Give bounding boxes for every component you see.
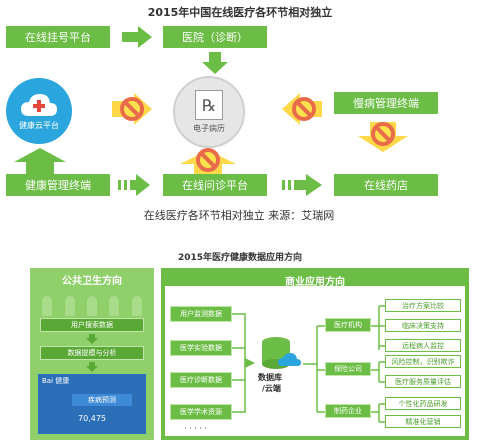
out-remote-monitor: 远程病人监控 xyxy=(385,339,461,352)
data-modeling-box: 数据提模与分析 xyxy=(40,346,144,360)
emr-circle: ℞ 电子病历 xyxy=(173,76,245,148)
out-clinical-decision: 临床决策支持 xyxy=(385,319,461,332)
online-consult-box: 在线问诊平台 xyxy=(163,174,267,196)
database-label-1: 数据库 xyxy=(258,373,282,382)
hospital-diagnosis-box: 医院（诊断） xyxy=(163,26,267,48)
out-personal-drug: 个性化药品研发 xyxy=(385,397,461,410)
mid-med-institution: 医疗机构 xyxy=(325,318,371,332)
user-search-data-box: 用户搜索数据 xyxy=(40,318,144,332)
arrow-down-icon xyxy=(86,334,98,344)
no-entry-icon xyxy=(196,148,220,172)
database-label-2: /云端 xyxy=(262,384,281,393)
no-entry-icon xyxy=(371,122,395,146)
commercial-title: 商业应用方向 xyxy=(285,277,345,288)
person-icon xyxy=(109,296,120,316)
health-cloud-circle: 健康云平台 xyxy=(6,78,72,144)
out-risk-control: 风险控制，识别欺诈 xyxy=(385,355,461,368)
source-diagnosis: 医疗诊断数据 xyxy=(170,372,232,388)
source-user-monitor: 用户监测数据 xyxy=(170,306,232,322)
person-icon xyxy=(64,296,75,316)
no-entry-icon xyxy=(292,97,316,121)
out-precision-marketing: 精准化营销 xyxy=(385,415,461,428)
arrow-up-icon xyxy=(14,148,66,174)
mid-pharma: 制药企业 xyxy=(325,404,371,418)
bottom-title: 2015年医疗健康数据应用方向 xyxy=(177,253,303,263)
mid-insurance: 保险公司 xyxy=(325,362,371,376)
source-med-experiment: 医学实验数据 xyxy=(170,340,232,356)
top-caption: 在线医疗各环节相对独立 来源：艾瑞网 xyxy=(143,209,335,222)
ellipsis: · · · · · xyxy=(184,424,207,433)
arrow-right-icon xyxy=(122,26,152,48)
person-icon xyxy=(86,296,97,316)
connector-lines xyxy=(232,305,385,423)
chronic-terminal-box: 慢病管理终端 xyxy=(334,92,438,114)
out-quality-eval: 医疗服务质量评估 xyxy=(385,375,461,388)
baidu-logo: Bai 健康 xyxy=(42,377,70,385)
cloud-plus-icon xyxy=(21,93,57,116)
database-cloud-icon xyxy=(262,337,301,369)
arrow-down-icon xyxy=(86,362,98,372)
person-icon xyxy=(42,296,53,316)
commercial-title-bar xyxy=(165,272,465,286)
person-icon xyxy=(131,296,142,316)
arrow-right-icon xyxy=(118,174,150,196)
health-terminal-box: 健康管理终端 xyxy=(6,174,110,196)
arrow-right-icon xyxy=(282,174,322,196)
rx-document-icon: ℞ xyxy=(195,90,223,120)
forecast-number: 70,475 xyxy=(78,414,106,423)
arrow-down-icon xyxy=(202,52,228,74)
online-registration-box: 在线挂号平台 xyxy=(6,26,110,48)
public-health-title: 公共卫生方向 xyxy=(62,276,122,287)
no-entry-icon xyxy=(120,97,144,121)
emr-label: 电子病历 xyxy=(193,124,225,133)
top-title: 2015年中国在线医疗各环节相对独立 xyxy=(147,6,333,19)
disease-forecast-label: 疾病预测 xyxy=(72,394,132,406)
people-icons xyxy=(36,290,148,316)
source-academic: 医学学术资源 xyxy=(170,404,232,420)
baidu-health-screen: Bai 健康 疾病预测 70,475 xyxy=(38,374,146,434)
health-cloud-label: 健康云平台 xyxy=(19,120,59,130)
online-pharmacy-box: 在线药店 xyxy=(334,174,438,196)
out-treatment-compare: 治疗方案比较 xyxy=(385,299,461,312)
